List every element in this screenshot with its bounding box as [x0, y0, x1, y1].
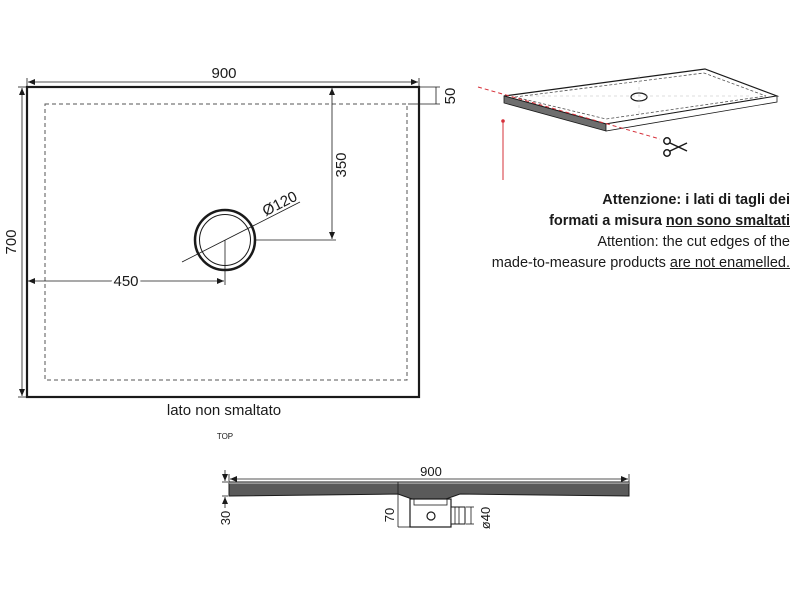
unenamelled-side-caption: lato non smaltato: [167, 402, 281, 419]
height-dimension: 700: [3, 229, 20, 254]
drain-diameter: Ø120: [260, 188, 300, 220]
border-dimension: 50: [442, 88, 459, 105]
section-drain-depth-dimension: 70: [382, 508, 397, 522]
note-english-line-2-b: are not enamelled.: [669, 255, 790, 271]
tray-profile: [228, 481, 630, 500]
section-pipe-dimension: ø40: [478, 507, 493, 529]
drain-y-dimension: 350: [333, 152, 350, 177]
drain-outlet: [426, 511, 436, 521]
section-thickness-dimension: 30: [218, 511, 233, 525]
top-view: 900 700 50 Ø120 350 450 lato non smaltat…: [3, 65, 459, 419]
drain-pipe: [450, 506, 466, 525]
note-italian-line-1: Attenzione: i lati di tagli dei: [602, 192, 790, 208]
isometric-view: [477, 68, 780, 180]
note-english-line-1: Attention: the cut edges of the: [597, 234, 790, 250]
iso-tray-top: [503, 68, 780, 125]
note-english-line-2-a: made-to-measure products: [491, 255, 670, 271]
inner-dashed-outline: [44, 103, 408, 381]
section-width-dimension: 900: [420, 464, 442, 479]
scissors-icon: [663, 137, 688, 157]
top-label: TOP: [217, 432, 233, 441]
note-italian-line-2: formati a misura non sono smaltati: [460, 211, 790, 232]
note-english-line-2: made-to-measure products are not enamell…: [460, 253, 790, 274]
drain-x-dimension: 450: [113, 273, 138, 290]
iso-edge-right: [605, 95, 778, 132]
cut-line-red: [477, 86, 661, 140]
tray-outline: [25, 85, 421, 399]
note-italian-line-2-b: non sono smaltati: [665, 213, 790, 229]
section-view: 900 30 70 ø40: [218, 464, 630, 529]
iso-tray-inner: [514, 72, 767, 120]
cut-edge-warning-note: Attenzione: i lati di tagli dei formati …: [460, 190, 790, 274]
note-italian-line-2-a: formati a misura: [549, 213, 666, 229]
drain-body: [409, 498, 452, 528]
drain-diameter-line: [181, 201, 301, 263]
width-dimension: 900: [211, 65, 236, 82]
